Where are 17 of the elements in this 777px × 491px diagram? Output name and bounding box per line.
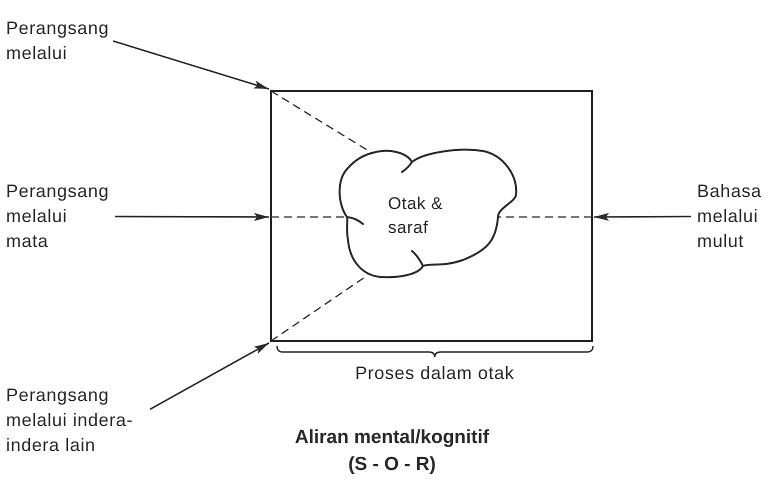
node-text: Bahasa melalui mulut bbox=[697, 179, 762, 254]
arrow bbox=[150, 342, 270, 410]
process-box bbox=[270, 90, 593, 342]
node-text: Perangsang melalui mata bbox=[6, 179, 110, 254]
arrow bbox=[115, 212, 269, 221]
brace-label: Proses dalam otak bbox=[355, 362, 514, 385]
arrow bbox=[594, 212, 691, 221]
node-text: Perangsang melalui bbox=[6, 16, 110, 66]
node-text: Perangsang melalui indera-indera lain bbox=[6, 383, 146, 458]
dashed-line bbox=[270, 274, 368, 342]
cloud-shape bbox=[336, 148, 520, 280]
dashed-line bbox=[270, 90, 372, 154]
node-label: Otak & saraf bbox=[388, 193, 444, 239]
arrow bbox=[112, 40, 270, 90]
dashed-line bbox=[498, 216, 592, 218]
caption: Aliran mental/kognitif (S - O - R) bbox=[294, 426, 490, 477]
dashed-line bbox=[271, 216, 347, 218]
